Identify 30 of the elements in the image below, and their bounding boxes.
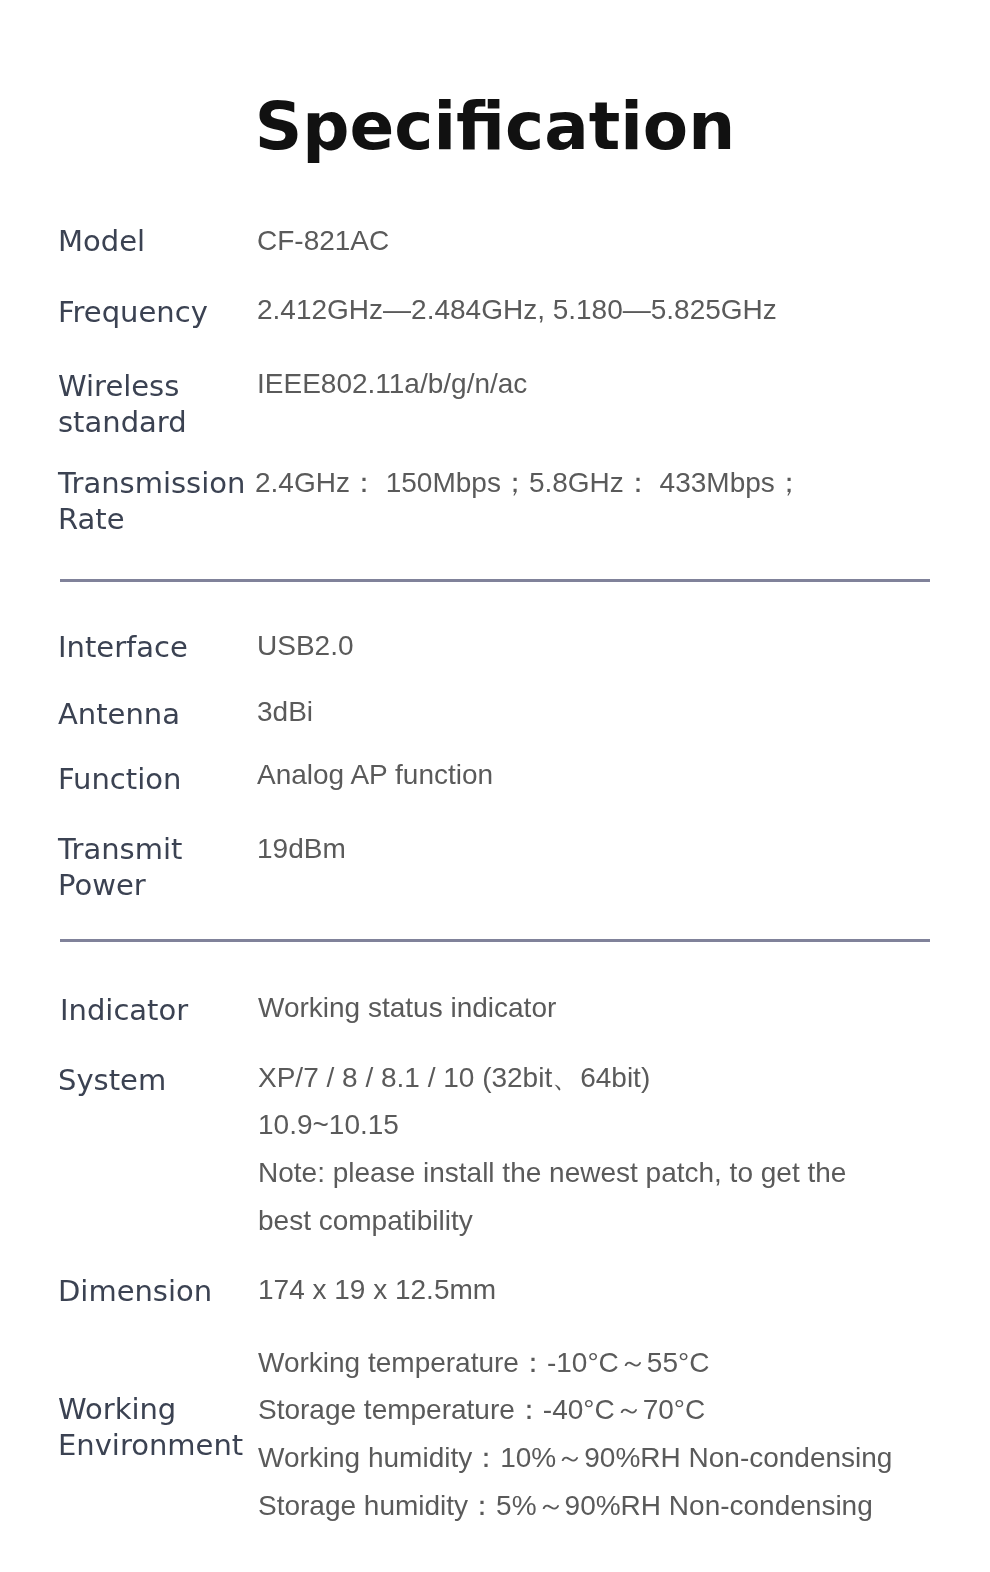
spec-value: CF-821AC: [257, 224, 390, 258]
spec-name: Interface: [58, 629, 189, 665]
spec-value: 10.9~10.15: [258, 1108, 399, 1142]
spec-value: Note: please install the newest patch, to get the best compatibility: [258, 1156, 848, 1238]
spec-name: Working Environment: [58, 1391, 245, 1463]
spec-name: Wireless standard: [58, 368, 188, 440]
spec-value: Analog AP function: [257, 758, 494, 792]
spec-name: System: [58, 1062, 168, 1098]
spec-name: Transmit Power: [58, 831, 184, 903]
spec-value: 174 x 19 x 12.5mm: [258, 1273, 497, 1307]
spec-name: Dimension: [58, 1273, 214, 1309]
spec-value: 3dBi: [257, 695, 314, 729]
spec-value: Storage temperature：-40°C～70°C: [258, 1393, 706, 1427]
spec-name: Antenna: [58, 696, 181, 732]
spec-name: Frequency: [58, 294, 209, 330]
spec-name: Function: [58, 761, 183, 797]
spec-value: Working status indicator: [258, 991, 557, 1025]
title: Specification: [253, 88, 737, 165]
spec-name: Transmission Rate: [58, 465, 247, 537]
spec-value: 19dBm: [257, 832, 346, 866]
spec-value: USB2.0: [257, 629, 354, 663]
spec-name: Indicator: [60, 992, 190, 1028]
spec-value: Working temperature：-10°C～55°C: [258, 1346, 710, 1380]
spec-value: Working humidity：10%～90%RH Non-condensing: [258, 1441, 893, 1475]
spec-value: XP/7 / 8 / 8.1 / 10 (32bit、64bit): [258, 1061, 651, 1095]
spec-value: Storage humidity：5%～90%RH Non-condensing: [258, 1489, 873, 1523]
spec-value: IEEE802.11a/b/g/n/ac: [257, 367, 528, 401]
spec-value: 2.412GHz—2.484GHz, 5.180—5.825GHz: [257, 293, 777, 327]
spec-value: 2.4GHz： 150Mbps；5.8GHz： 433Mbps；: [255, 466, 803, 500]
spec-name: Model: [58, 223, 147, 259]
